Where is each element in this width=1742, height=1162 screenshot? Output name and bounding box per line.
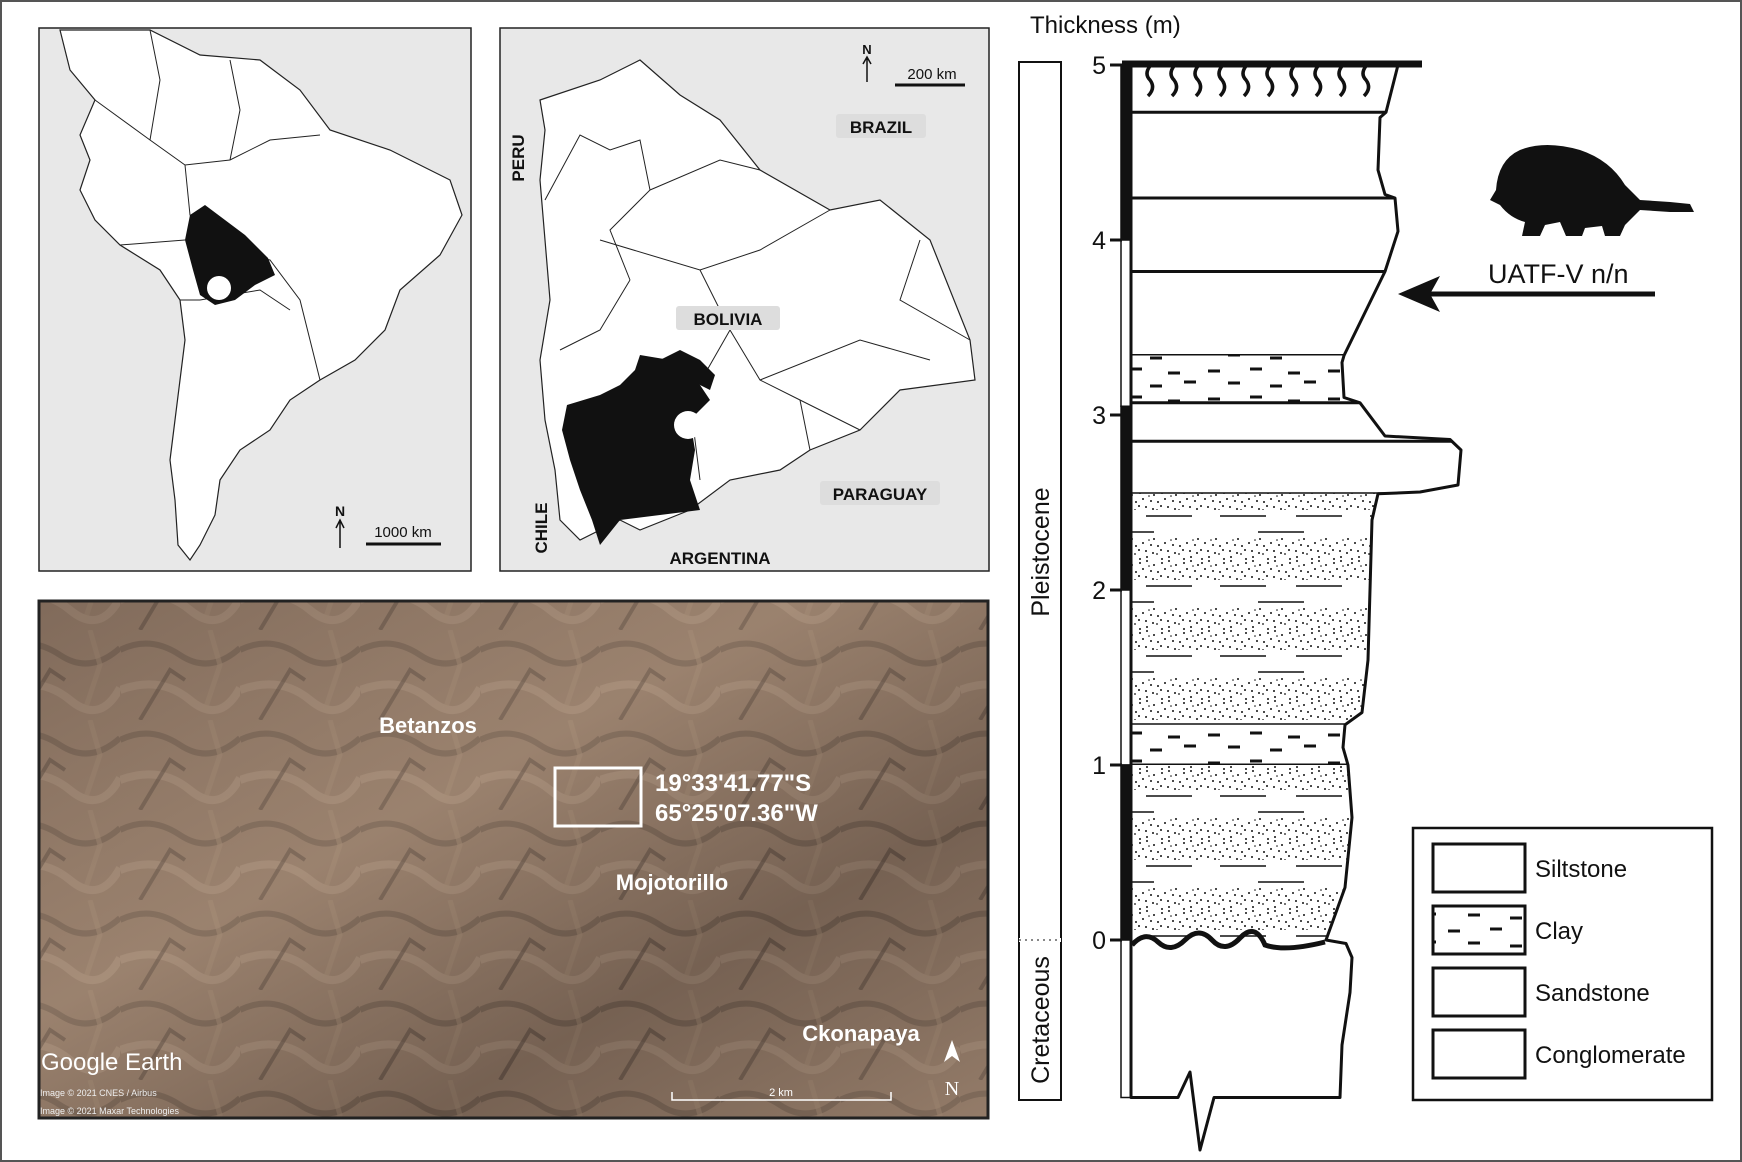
svg-text:1000 km: 1000 km: [374, 524, 432, 541]
tick-label: 2: [1092, 577, 1106, 605]
root-traces: [1145, 64, 1371, 98]
satellite-map: Betanzos 19°33'41.77"S 65°25'07.36"W Moj…: [37, 599, 990, 1120]
google-earth-logo: Google Earth: [41, 1049, 182, 1076]
layer-conglomerate: [1131, 441, 1471, 494]
legend-item-clay: Clay: [1431, 904, 1583, 956]
svg-text:N: N: [945, 1078, 959, 1100]
south-america-map: N 1000 km: [38, 27, 472, 572]
image-credit: Image © 2021 CNES / Airbus: [40, 1088, 157, 1098]
legend-item-conglomerate: Conglomerate: [1431, 1028, 1686, 1080]
tick-label: 1: [1092, 752, 1106, 780]
study-area-box: [553, 766, 643, 828]
svg-text:N: N: [862, 42, 871, 57]
svg-text:2 km: 2 km: [769, 1087, 793, 1099]
study-site-marker: [207, 276, 231, 300]
label-chile: CHILE: [532, 503, 551, 554]
tick-label: 0: [1092, 927, 1106, 955]
legend-item-siltstone: Siltstone: [1431, 842, 1627, 894]
place-ckonapaya: Ckonapaya: [802, 1021, 920, 1046]
legend-label: Siltstone: [1535, 856, 1627, 883]
bolivia-map: BRAZIL BOLIVIA PARAGUAY ARGENTINA PERU C…: [499, 27, 990, 572]
label-brazil: BRAZIL: [850, 118, 912, 137]
country-labels: BRAZIL BOLIVIA PARAGUAY ARGENTINA PERU C…: [509, 114, 940, 568]
place-betanzos: Betanzos: [379, 713, 477, 738]
latitude-label: 19°33'41.77"S: [655, 770, 811, 797]
place-mojotorillo: Mojotorillo: [616, 870, 728, 895]
polarity-column: [1120, 64, 1132, 1099]
study-site-marker: [674, 411, 702, 439]
layer-sandstone: [1131, 272, 1471, 356]
legend-label: Sandstone: [1535, 980, 1650, 1007]
tick-label: 4: [1092, 227, 1106, 255]
layer-sandstone: [1131, 198, 1471, 272]
legend-swatch: [1431, 1028, 1527, 1080]
layer-clay: [1131, 724, 1461, 765]
legend-swatch: [1431, 904, 1527, 956]
epoch-pleistocene: Pleistocene: [1027, 487, 1055, 616]
legend-swatch: [1431, 966, 1527, 1018]
bolivia-highlight: [185, 205, 275, 305]
svg-text:N: N: [335, 503, 345, 519]
north-arrow-satellite: N: [944, 1040, 960, 1100]
epoch-cretaceous: Cretaceous: [1027, 956, 1055, 1084]
scale-bar-bolivia: 200 km: [895, 66, 965, 87]
scale-bar-satellite: 2 km: [671, 1087, 892, 1101]
thickness-axis: 5 4 3 2 1 0: [1092, 52, 1122, 955]
south-america-landmass: [59, 29, 463, 562]
tick-label: 3: [1092, 402, 1106, 430]
potosi-department-highlight: [562, 355, 710, 545]
label-peru: PERU: [509, 134, 528, 181]
axis-title: Thickness (m): [1030, 12, 1181, 39]
scale-bar-sa: 1000 km: [366, 524, 441, 546]
north-arrow-sa: N: [335, 503, 345, 548]
layer-clay: [1131, 355, 1461, 403]
layer-sandstone: [1131, 65, 1471, 112]
specimen-marker: UATF-V n/n: [1398, 145, 1694, 312]
label-paraguay: PARAGUAY: [833, 485, 928, 504]
unconformity-line: [1130, 928, 1326, 951]
legend-item-sandstone: Sandstone: [1431, 966, 1650, 1018]
svg-text:200 km: 200 km: [907, 66, 956, 83]
specimen-label: UATF-V n/n: [1488, 259, 1629, 289]
layer-sandy-siltstone: [1131, 493, 1461, 725]
image-credit: Image © 2021 Maxar Technologies: [40, 1106, 180, 1116]
tick-label: 5: [1092, 52, 1106, 80]
longitude-label: 65°25'07.36"W: [655, 800, 818, 827]
armadillo-silhouette-icon: [1490, 145, 1694, 236]
layer-sandstone: [1131, 403, 1471, 442]
label-argentina: ARGENTINA: [669, 549, 770, 568]
legend-label: Clay: [1535, 918, 1583, 945]
label-bolivia: BOLIVIA: [694, 310, 763, 329]
stratigraphic-column: Thickness (m) Pleistocene Cretaceous 5 4 3…: [1018, 12, 1714, 1152]
column-outline: [1129, 63, 1463, 1152]
legend-label: Conglomerate: [1535, 1042, 1686, 1069]
layer-siltstone: [1131, 112, 1471, 198]
legend-swatch: [1431, 842, 1527, 894]
north-arrow-bolivia: N: [862, 42, 872, 82]
epoch-bar: Pleistocene Cretaceous: [1018, 61, 1062, 1101]
